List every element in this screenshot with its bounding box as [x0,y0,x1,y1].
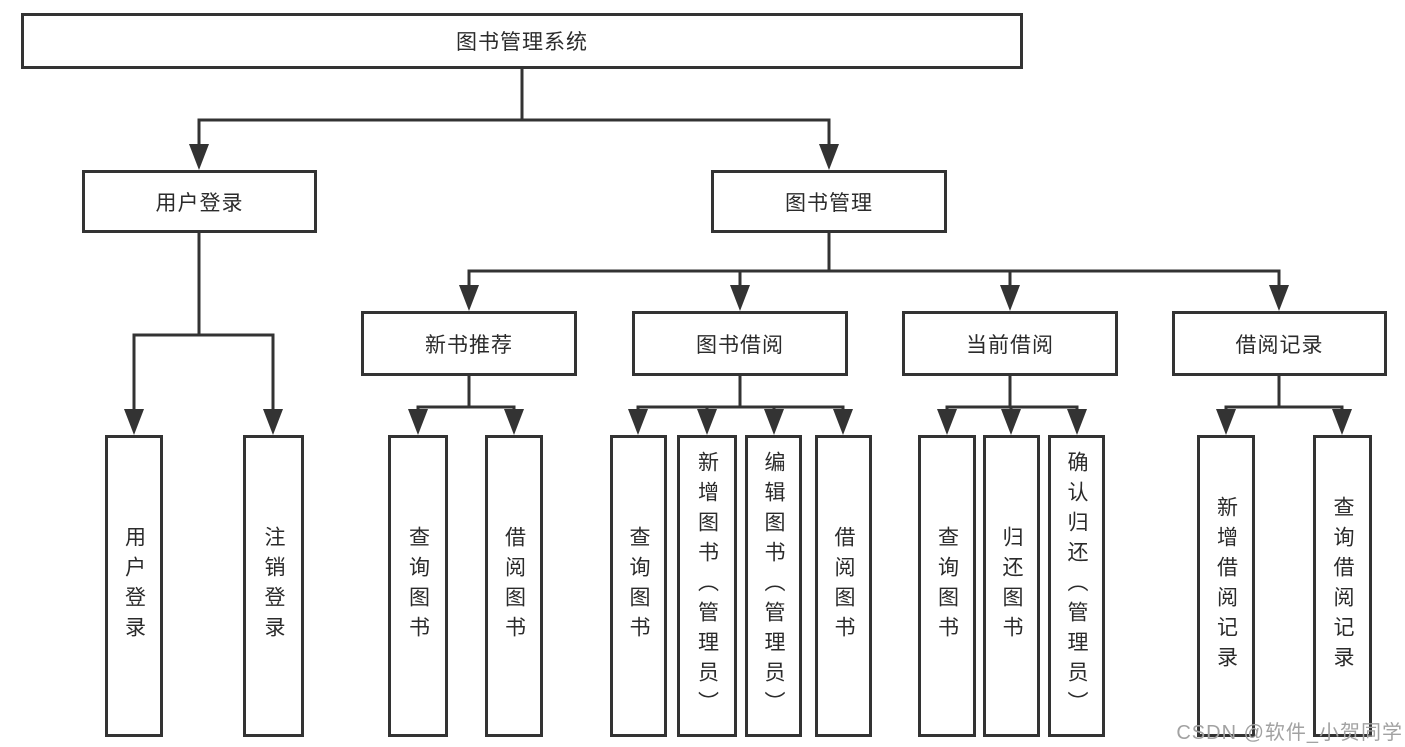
leaf-confirm-return-admin: 确认归还（管理员） [1048,435,1105,737]
watermark-text: CSDN @软件_小贺同学 [1176,722,1403,744]
node-book-borrowing: 图书借阅 [632,311,848,376]
leaf-query-books-recommend: 查询图书 [388,435,448,737]
leaf-query-books-current: 查询图书 [918,435,976,737]
leaf-query-books-borrowing: 查询图书 [610,435,667,737]
leaf-edit-books-admin: 编辑图书（管理员） [745,435,802,737]
leaf-query-borrow-record: 查询借阅记录 [1313,435,1372,737]
leaf-borrow-books-recommend: 借阅图书 [485,435,543,737]
node-user-login: 用户登录 [82,170,317,233]
node-library-system: 图书管理系统 [21,13,1023,69]
leaf-add-borrow-record: 新增借阅记录 [1197,435,1255,737]
node-borrowing-records: 借阅记录 [1172,311,1387,376]
leaf-add-books-admin: 新增图书（管理员） [677,435,737,737]
leaf-logout: 注销登录 [243,435,304,737]
leaf-return-books: 归还图书 [983,435,1040,737]
node-current-borrowing: 当前借阅 [902,311,1118,376]
node-new-book-recommendation: 新书推荐 [361,311,577,376]
leaf-borrow-books-borrowing: 借阅图书 [815,435,872,737]
leaf-user-login: 用户登录 [105,435,163,737]
node-book-management: 图书管理 [711,170,947,233]
